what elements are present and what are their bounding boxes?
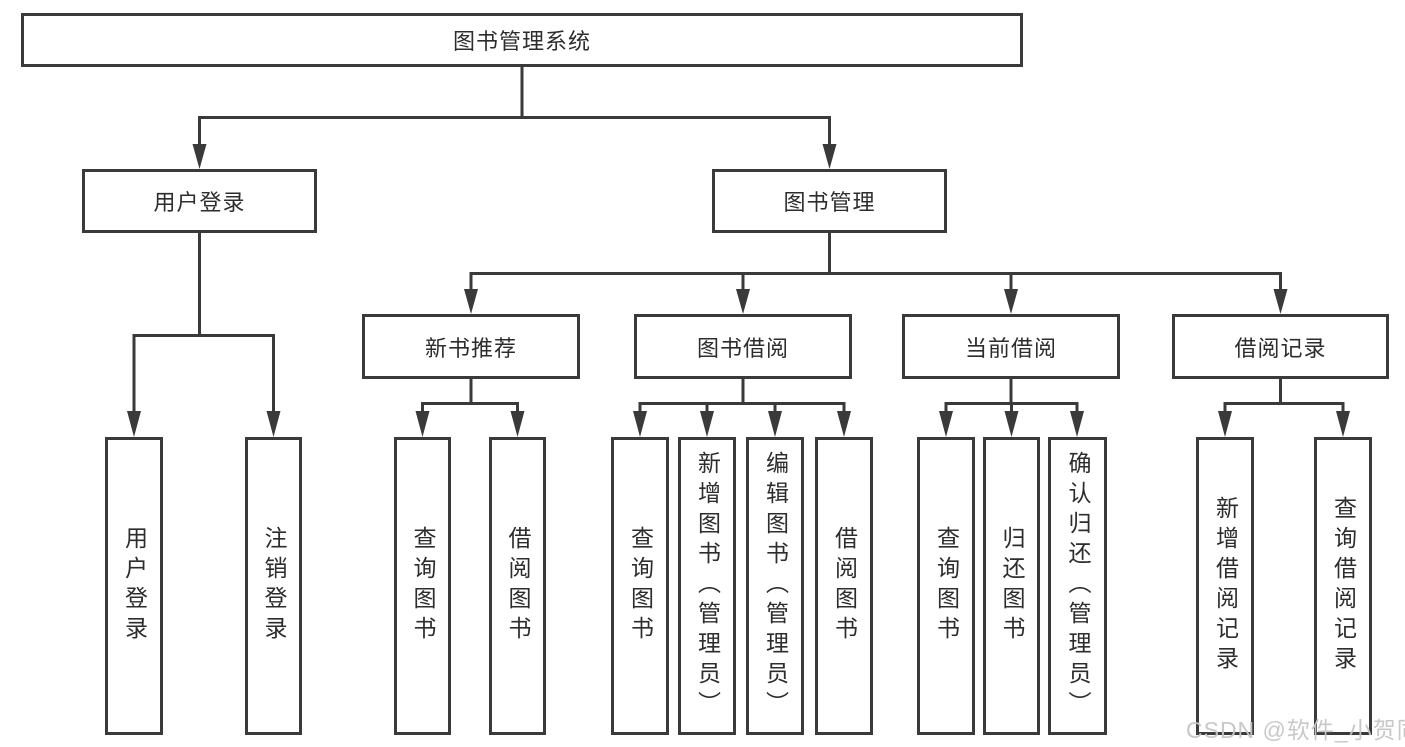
leaf-borrow-books-recommend: 借阅图书 — [489, 437, 546, 735]
node-root-system: 图书管理系统 — [21, 13, 1023, 67]
leaf-add-book-admin: 新增图书（管理员） — [678, 437, 736, 735]
node-book-management: 图书管理 — [712, 169, 947, 233]
leaf-query-books-recommend: 查询图书 — [394, 437, 451, 735]
leaf-edit-book-admin: 编辑图书（管理员） — [746, 437, 804, 735]
leaf-query-books-borrow: 查询图书 — [611, 437, 669, 735]
leaf-return-book: 归还图书 — [983, 437, 1040, 735]
csdn-watermark: CSDN @软件_小贺同学 — [1186, 717, 1405, 743]
node-current-borrow: 当前借阅 — [902, 314, 1120, 379]
leaf-borrow-books: 借阅图书 — [815, 437, 873, 735]
leaf-user-login: 用户登录 — [105, 437, 163, 735]
node-book-borrow: 图书借阅 — [634, 314, 852, 379]
leaf-query-books-current: 查询图书 — [917, 437, 975, 735]
leaf-add-borrow-record: 新增借阅记录 — [1196, 437, 1254, 735]
leaf-query-borrow-record: 查询借阅记录 — [1314, 437, 1372, 735]
node-new-book-recommend: 新书推荐 — [362, 314, 580, 379]
leaf-confirm-return-admin: 确认归还（管理员） — [1048, 437, 1107, 735]
node-user-login: 用户登录 — [82, 169, 317, 233]
node-borrow-records: 借阅记录 — [1172, 314, 1389, 379]
leaf-logout: 注销登录 — [245, 437, 302, 735]
